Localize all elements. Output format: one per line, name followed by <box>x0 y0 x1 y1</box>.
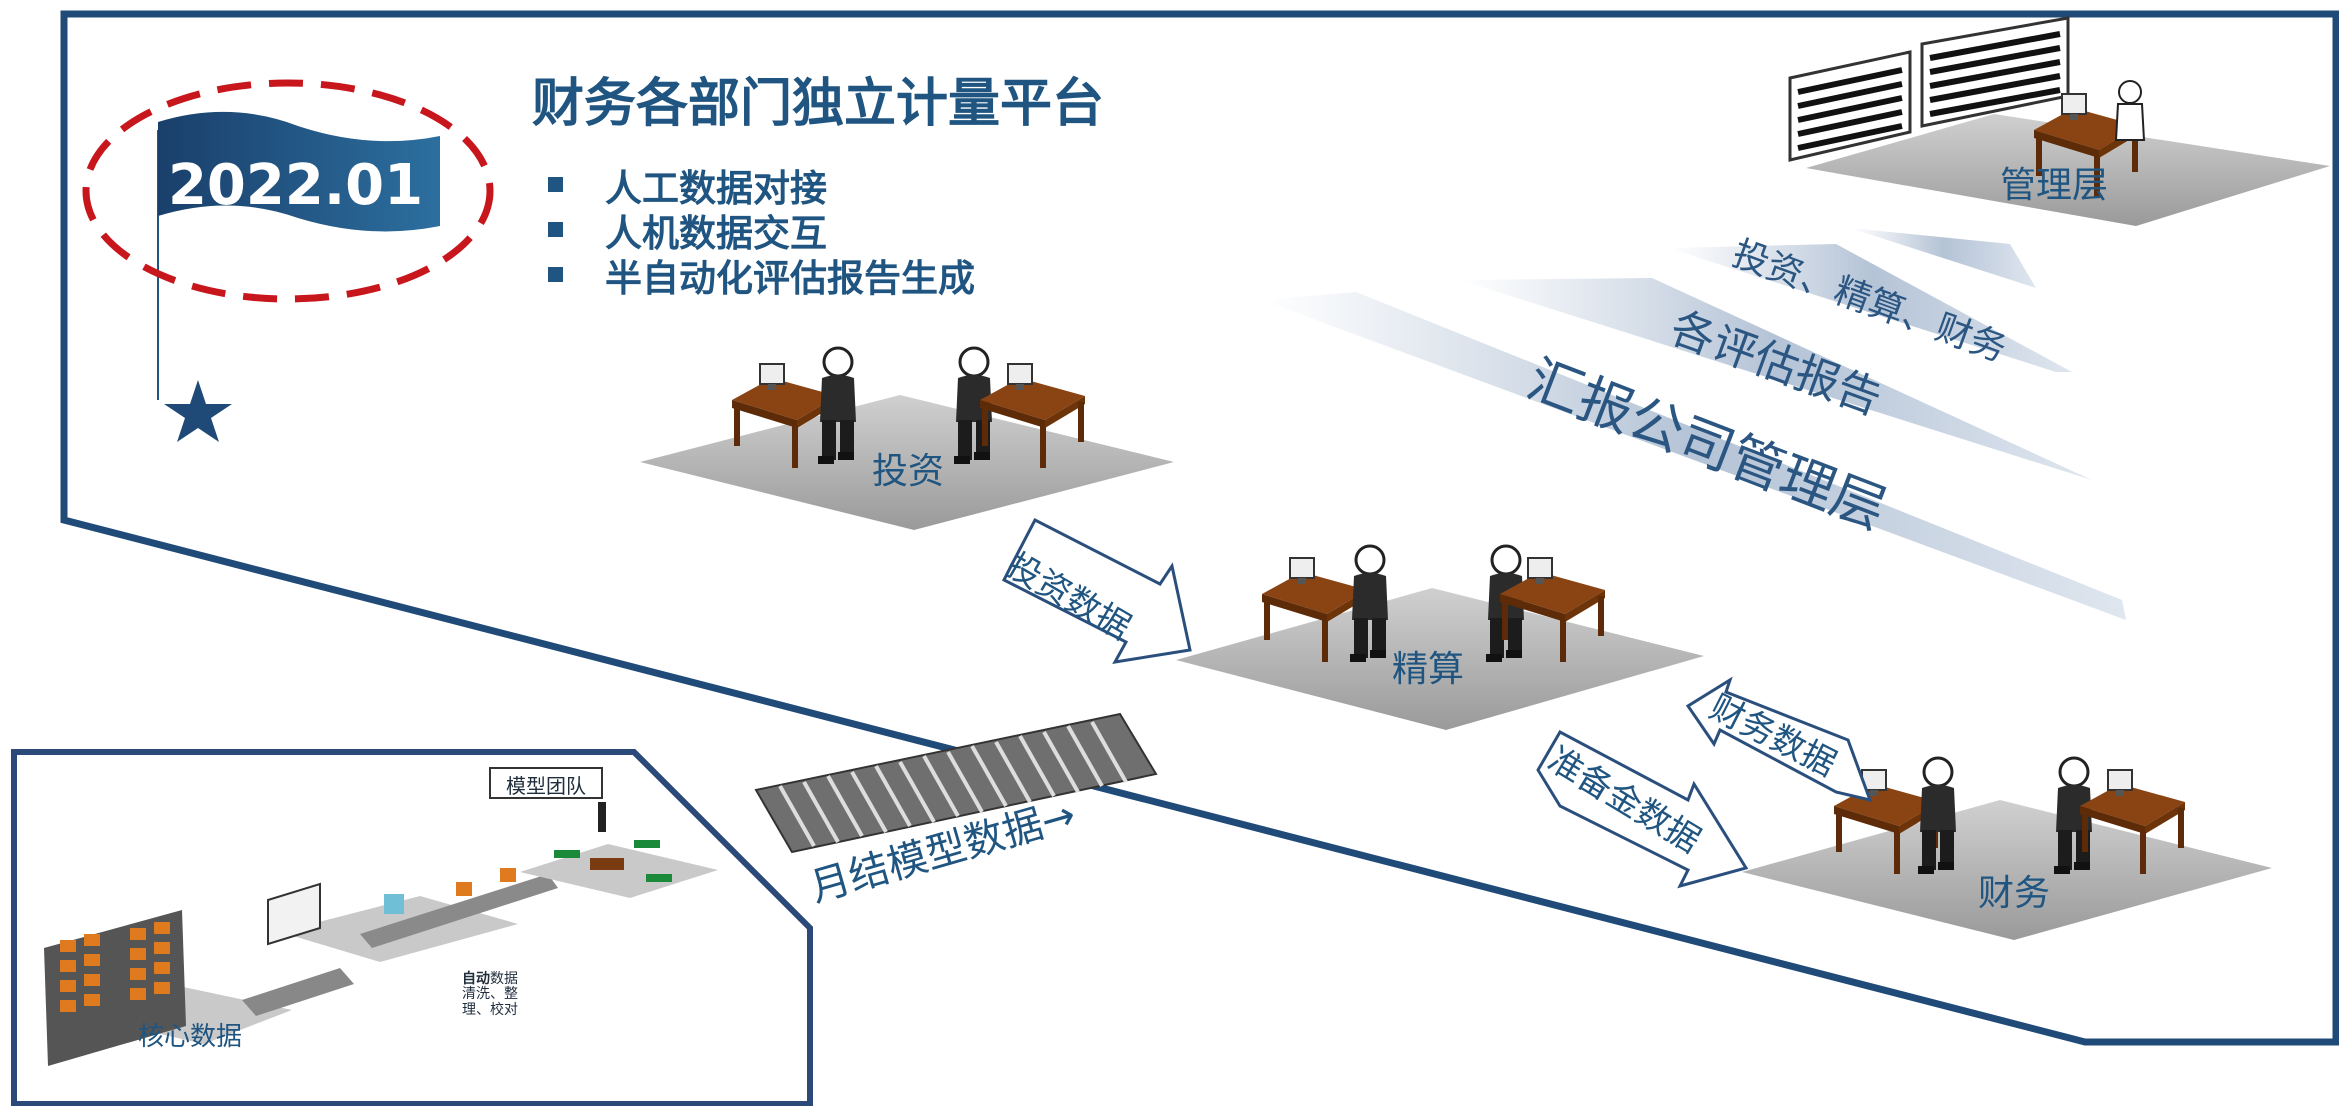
feature-item: 人工数据对接 <box>548 162 975 210</box>
platform-actuarial <box>1176 544 1704 730</box>
platform-label-management: 管理层 <box>2000 165 2109 206</box>
platform-finance <box>1742 756 2272 940</box>
flag-graphic <box>157 111 440 442</box>
report-bands <box>1262 228 2126 620</box>
flag-year: 2022.01 <box>167 153 424 218</box>
feature-list: 人工数据对接 人机数据交互 半自动化评估报告生成 <box>548 162 975 300</box>
inset-label-core-data: 核心数据 <box>138 1022 243 1052</box>
main-frame <box>60 10 2339 1046</box>
inset-scene <box>44 767 718 1066</box>
platform-management <box>1788 16 2330 226</box>
highlight-ellipse <box>82 79 494 303</box>
platform-label-invest: 投资 <box>872 451 945 492</box>
conveyor-graphic <box>754 712 1158 854</box>
feature-item: 人机数据交互 <box>548 207 975 255</box>
inset-label-model-team: 模型团队 <box>506 774 586 798</box>
platform-invest <box>640 346 1174 530</box>
arrow-invest-data <box>1001 517 1192 664</box>
inset-auto-note: 自动数据 清洗、整 理、校对 <box>462 971 518 1018</box>
platform-label-finance: 财务 <box>1978 873 2051 914</box>
monitor-wall-icon <box>1788 16 2070 162</box>
arrow-finance-data <box>1685 676 1873 803</box>
arrow-reserve-data <box>1536 729 1749 889</box>
page-title: 财务各部门独立计量平台 <box>532 74 1105 134</box>
bullet-icon <box>548 267 563 282</box>
bullet-icon <box>548 222 563 237</box>
star-icon <box>164 380 232 442</box>
feature-item: 半自动化评估报告生成 <box>548 252 975 300</box>
platform-label-actuarial: 精算 <box>1392 649 1465 690</box>
bullet-icon <box>548 177 563 192</box>
